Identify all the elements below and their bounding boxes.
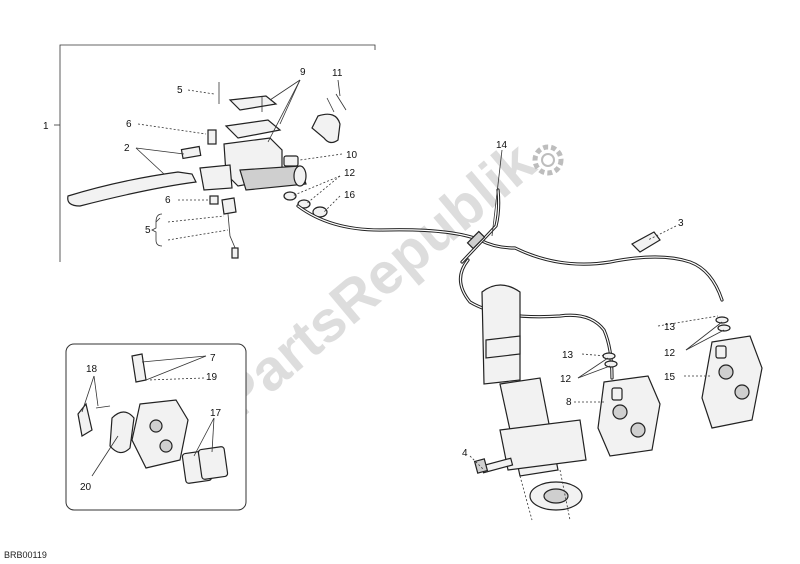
callout-8: 8 (566, 397, 572, 408)
callout-5b: 5 (145, 225, 151, 236)
cap-nut (283, 155, 299, 167)
reservoir-gasket (224, 119, 282, 139)
callout-18: 18 (86, 364, 98, 375)
callout-5a: 5 (177, 85, 183, 96)
master-cylinder-assembly (67, 82, 347, 259)
right-caliper (701, 316, 763, 429)
pad-spring (109, 411, 135, 454)
callout-3: 3 (678, 218, 684, 229)
lever-pivot-block (199, 164, 233, 191)
callout-14: 14 (496, 140, 508, 151)
callout-6b: 6 (165, 195, 171, 206)
brake-lever (67, 171, 197, 207)
handlebar-clamp (311, 113, 341, 144)
front-fork-leg (481, 284, 587, 521)
callout-6a: 6 (126, 119, 132, 130)
callout-labels: 1 5 9 11 6 2 10 12 16 6 5 14 3 13 12 15 … (43, 67, 684, 493)
callout-20: 20 (80, 482, 92, 493)
hose-splitter (466, 230, 486, 250)
banjo-washer (283, 191, 297, 201)
callout-16: 16 (344, 190, 356, 201)
banjo-washer-2 (297, 199, 311, 209)
callout-11: 11 (332, 68, 343, 79)
brake-hoses (296, 188, 724, 380)
callout-15: 15 (664, 372, 676, 383)
hose-clip (631, 231, 661, 253)
pivot-bolt (207, 129, 217, 145)
callout-19: 19 (206, 372, 218, 383)
inset-detail-box (65, 343, 247, 511)
callout-13a: 13 (664, 322, 676, 333)
gear-icon (532, 144, 564, 176)
left-caliper (597, 352, 661, 457)
callout-7: 7 (210, 353, 216, 364)
lever-adjuster (180, 145, 202, 160)
brake-light-switch (221, 197, 237, 215)
callout-17: 17 (210, 408, 222, 419)
fork-caliper-mount (499, 419, 587, 471)
brake-pad-b (197, 446, 229, 480)
callout-4: 4 (462, 448, 468, 459)
callout-2: 2 (124, 143, 130, 154)
callout-1: 1 (43, 121, 49, 132)
diagram-code: BRB00119 (4, 550, 47, 560)
caliper-body-right (701, 335, 763, 429)
callout-9: 9 (300, 67, 306, 78)
callout-10: 10 (346, 150, 358, 161)
bore-outlet (293, 165, 307, 187)
callout-12b: 12 (664, 348, 676, 359)
assembly-bracket (54, 44, 376, 262)
caliper-body-left (597, 375, 661, 457)
reservoir-cap (228, 95, 278, 111)
callout-13b: 13 (562, 350, 574, 361)
master-cylinder-bore (239, 165, 307, 191)
inset-caliper (131, 399, 189, 469)
callout-12a: 12 (344, 168, 356, 179)
caliper-bolt (473, 457, 514, 474)
callout-12c: 12 (560, 374, 572, 385)
switch-connector (231, 247, 239, 259)
leader-lines (81, 79, 725, 477)
fork-tube-upper (481, 284, 521, 385)
pivot-nut (209, 195, 219, 205)
banjo-bolt (312, 206, 328, 218)
